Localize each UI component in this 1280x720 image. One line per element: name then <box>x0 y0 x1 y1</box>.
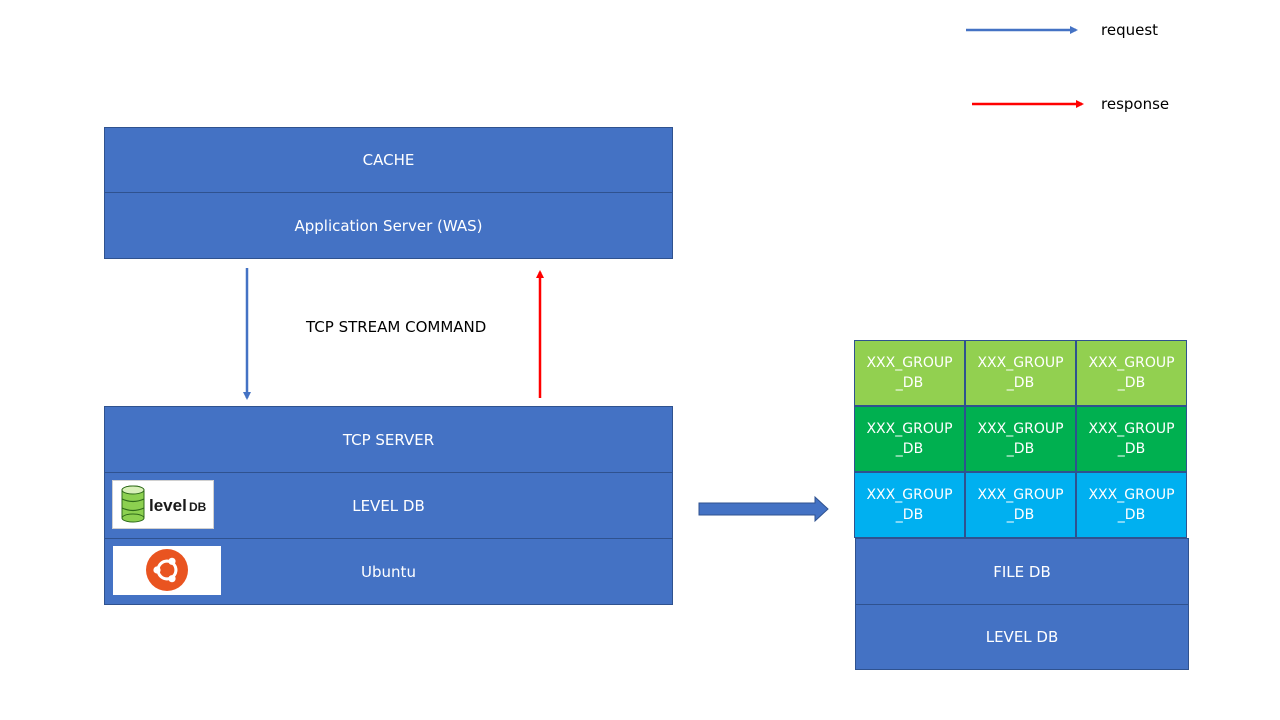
group-db-cell: XXX_GROUP _DB <box>1076 406 1187 472</box>
file-db-layer: FILE DB <box>855 538 1189 605</box>
tcp-server-layer: TCP SERVER <box>104 406 673 473</box>
group-db-cell: XXX_GROUP _DB <box>1076 472 1187 538</box>
group-db-cell: XXX_GROUP _DB <box>965 472 1076 538</box>
ubuntu-label: Ubuntu <box>361 562 416 581</box>
legend-response-label: response <box>1101 95 1170 113</box>
group-db-cell: XXX_GROUP _DB <box>854 340 965 406</box>
app-server-layer: Application Server (WAS) <box>104 192 673 259</box>
storage-level-db-label: LEVEL DB <box>985 628 1059 646</box>
group-db-cell: XXX_GROUP _DB <box>965 340 1076 406</box>
storage-block-arrow <box>698 495 829 523</box>
level-db-label: LEVEL DB <box>352 496 425 515</box>
group-db-cell: XXX_GROUP _DB <box>1076 340 1187 406</box>
cache-label: CACHE <box>362 151 415 169</box>
svg-text:DB: DB <box>189 500 207 514</box>
tcp-server-label: TCP SERVER <box>342 430 435 449</box>
group-db-cell: XXX_GROUP _DB <box>854 472 965 538</box>
app-server-label: Application Server (WAS) <box>294 216 483 235</box>
svg-text:level: level <box>149 496 187 515</box>
protocol-label: TCP STREAM COMMAND <box>306 318 487 336</box>
group-db-cell: XXX_GROUP _DB <box>854 406 965 472</box>
cache-layer: CACHE <box>104 127 673 193</box>
storage-level-db-layer: LEVEL DB <box>855 604 1189 670</box>
legend-request-label: request <box>1101 21 1159 39</box>
group-db-cell: XXX_GROUP _DB <box>965 406 1076 472</box>
leveldb-logo-icon: level DB <box>112 480 214 529</box>
file-db-label: FILE DB <box>993 562 1051 581</box>
ubuntu-logo-icon <box>113 546 221 595</box>
